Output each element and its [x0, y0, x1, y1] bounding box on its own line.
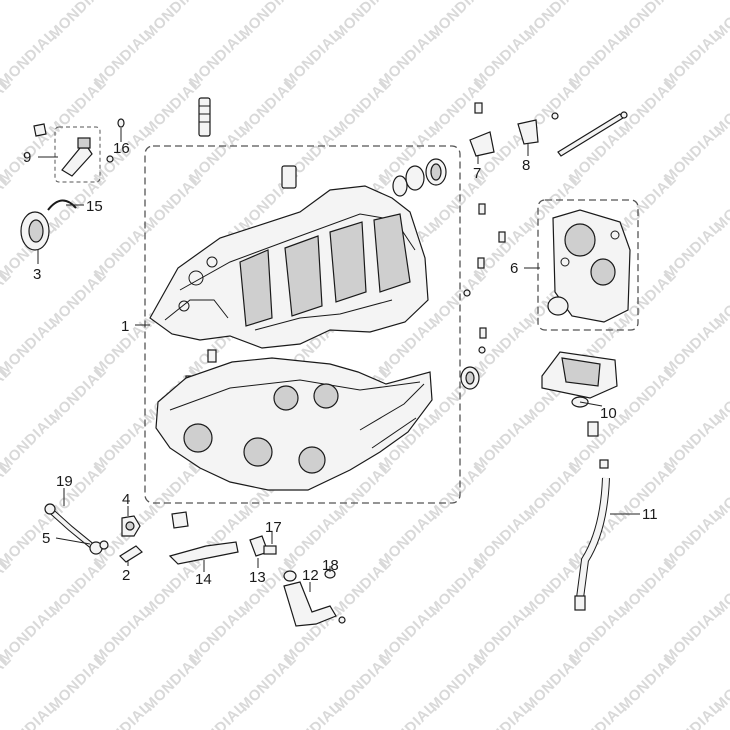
watermark-text: MONDIAL	[0, 699, 60, 730]
cover-group-frame	[537, 199, 639, 331]
callout-6: 6	[510, 260, 518, 277]
callout-14: 14	[195, 571, 212, 588]
callout-9: 9	[23, 149, 31, 166]
watermark-text: MONDIAL	[46, 75, 110, 139]
part-10-oil-pan	[541, 351, 618, 408]
watermark-text: MONDIAL	[616, 75, 680, 139]
callout-19: 19	[56, 473, 73, 490]
watermark-text: MONDIAL	[46, 651, 110, 715]
callout-13: 13	[249, 569, 266, 586]
part-2-bolt	[119, 545, 143, 563]
callout-7: 7	[473, 165, 481, 182]
part-11-hose	[574, 421, 610, 611]
callout-11: 11	[642, 506, 658, 523]
watermark-text: MONDIAL	[331, 75, 395, 139]
watermark-text: MONDIAL	[426, 555, 490, 619]
callout-12: 12	[302, 567, 319, 584]
part-4-nut	[121, 511, 189, 537]
watermark-text: MONDIAL	[141, 171, 205, 235]
callout-labels: 1 2 3 4 5 6 7 8 9 10 11 12 13 14 15 16 1…	[23, 140, 658, 588]
leader-lines	[37, 128, 640, 592]
watermark-text: MONDIAL	[616, 555, 680, 619]
dowel-pins	[281, 165, 506, 354]
watermark-text: MONDIAL	[521, 651, 585, 715]
watermark-text: MONDIAL	[331, 651, 395, 715]
shift-shaft	[557, 111, 628, 157]
watermark-text: MONDIAL	[46, 363, 110, 427]
watermark-text: MONDIAL	[0, 0, 15, 43]
part-9-breather-assembly	[33, 123, 114, 183]
watermark-text: MONDIAL	[331, 555, 395, 619]
callout-10: 10	[600, 405, 617, 422]
long-stud	[198, 97, 211, 137]
watermark-text: MONDIAL	[661, 699, 725, 730]
lower-crankcase	[155, 357, 433, 491]
callout-3: 3	[33, 266, 41, 283]
watermark-text: MONDIAL	[46, 267, 110, 331]
watermark-text: MONDIAL	[141, 651, 205, 715]
part-6-side-cover	[547, 209, 631, 323]
callout-16: 16	[113, 140, 130, 157]
watermark-text: MONDIAL	[616, 651, 680, 715]
callout-1: 1	[121, 318, 129, 335]
watermark-text: MONDIAL	[616, 171, 680, 235]
callout-5: 5	[42, 530, 50, 547]
part-3-oil-seal	[20, 211, 50, 251]
watermark-text: MONDIAL	[141, 459, 205, 523]
watermark-text: MONDIAL	[426, 459, 490, 523]
watermark-text: MONDIAL	[471, 699, 535, 730]
callout-15: 15	[86, 198, 103, 215]
callout-18: 18	[322, 557, 339, 574]
callout-4: 4	[122, 491, 130, 508]
watermark-text: MONDIAL	[426, 363, 490, 427]
watermark-text: MONDIAL	[281, 699, 345, 730]
part-12-fitting	[283, 569, 346, 627]
watermark-text: MONDIAL	[236, 651, 300, 715]
watermark-text: MONDIAL	[236, 75, 300, 139]
watermark-text: MONDIAL	[141, 75, 205, 139]
part-15-circlip	[47, 199, 77, 211]
watermark-text: MONDIAL	[46, 555, 110, 619]
watermark-text: MONDIAL	[426, 651, 490, 715]
watermark-text: MONDIAL	[566, 699, 630, 730]
watermark-text: MONDIAL	[376, 699, 440, 730]
part-5-oil-pipe	[44, 503, 109, 555]
part-1-upper-crankcase	[149, 185, 429, 389]
part-8-sensor-bracket	[517, 112, 559, 145]
watermark-text: MONDIAL	[426, 267, 490, 331]
part-7-bracket	[469, 102, 495, 157]
callout-17: 17	[265, 519, 282, 536]
part-13-sensor	[249, 535, 277, 557]
watermark-text: MONDIAL	[91, 699, 155, 730]
watermark-text: MONDIAL	[616, 363, 680, 427]
part-14-plate	[168, 541, 239, 565]
part-16-small-o-ring	[117, 118, 125, 128]
watermark-text: MONDIAL	[521, 459, 585, 523]
watermark-text: MONDIAL	[186, 699, 250, 730]
callout-2: 2	[122, 567, 130, 584]
callout-8: 8	[522, 157, 530, 174]
bearing-rings	[392, 158, 480, 390]
